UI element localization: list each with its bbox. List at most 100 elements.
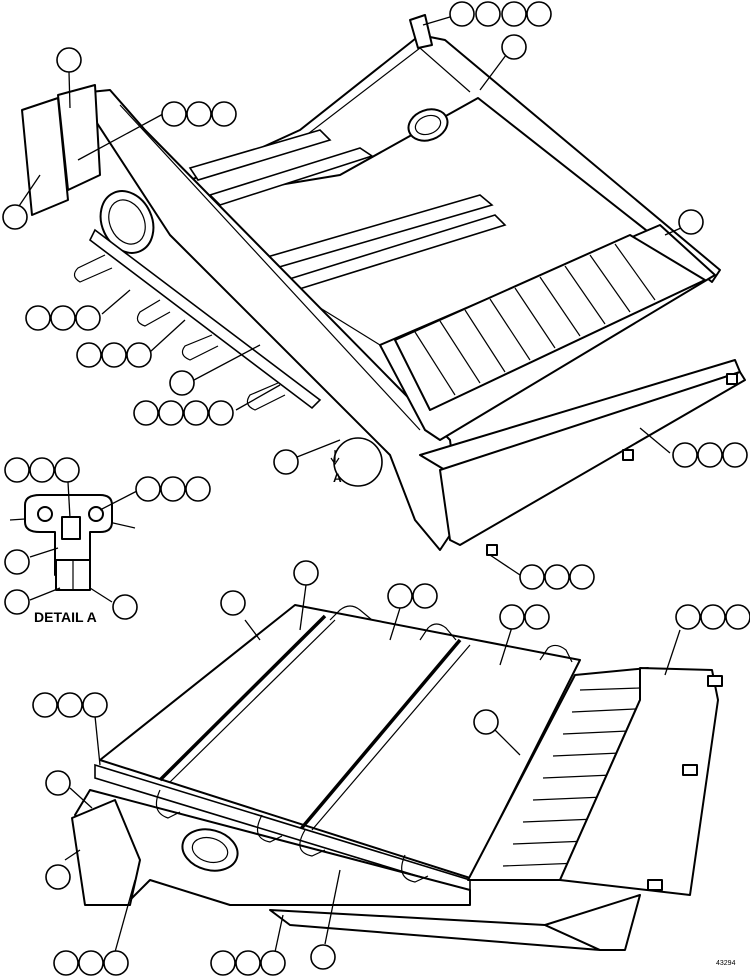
- callout-bubble: [387, 583, 413, 609]
- upper-screen-frame-assembly: [21, 14, 746, 556]
- callout-bubble: [208, 400, 234, 426]
- leader: [67, 481, 71, 519]
- callout-bubble: [544, 564, 570, 590]
- callout-bubble: [697, 442, 723, 468]
- leader: [114, 879, 136, 953]
- callout-bubble: [220, 590, 246, 616]
- leader: [94, 715, 101, 766]
- clip-right-2: [622, 449, 634, 461]
- u-pipe-3: [181, 334, 219, 361]
- callout-bubble: [475, 1, 501, 27]
- leader: [274, 914, 284, 953]
- access-cover-oval-left-inner: [108, 199, 146, 245]
- detail-bolt-left: [37, 506, 53, 522]
- callout-bubble: [185, 476, 211, 502]
- leader: [389, 607, 401, 641]
- leader: [68, 71, 71, 109]
- hook-top-2: [419, 623, 457, 641]
- leader: [89, 587, 113, 603]
- callout-bubble: [53, 950, 79, 976]
- clip-right-1: [726, 373, 738, 385]
- deck-seam: [169, 619, 336, 783]
- lower-screen-assembly: [71, 604, 723, 951]
- tension-rod-2: [298, 638, 462, 832]
- end-cap-plate: [71, 799, 141, 906]
- leader: [149, 319, 186, 353]
- callout-bubble: [133, 400, 159, 426]
- callout-bubble: [569, 564, 595, 590]
- callout-bubble: [169, 370, 195, 396]
- leader: [244, 619, 261, 641]
- detail-nut: [61, 516, 81, 540]
- callout-bubble: [56, 47, 82, 73]
- screen-deck-panel: [99, 604, 581, 879]
- leader: [101, 289, 131, 315]
- hook-front-1: [155, 789, 181, 819]
- leader: [299, 584, 307, 631]
- callout-bubble: [186, 101, 212, 127]
- callout-bubble: [501, 1, 527, 27]
- leader: [494, 729, 521, 756]
- callout-bubble: [310, 944, 336, 970]
- callout-bubble: [112, 594, 138, 620]
- callout-bubble: [210, 950, 236, 976]
- rear-end-bracket: [57, 84, 101, 191]
- callout-bubble: [725, 604, 750, 630]
- manifold-bar: [88, 228, 322, 410]
- drawing-number: 43294: [716, 960, 736, 967]
- callout-bubble: [78, 950, 104, 976]
- detail-a-assembly: [9, 494, 136, 591]
- clip-lower-3: [647, 879, 663, 891]
- leader: [99, 490, 138, 511]
- callout-bubble: [4, 457, 30, 483]
- near-side-plate: [89, 89, 461, 551]
- leader: [296, 439, 341, 458]
- top-mount-bracket: [409, 14, 433, 49]
- rear-cross-member: [188, 129, 332, 181]
- callout-bubble: [678, 209, 704, 235]
- callout-bubble: [4, 549, 30, 575]
- callout-bubble: [501, 34, 527, 60]
- hook-front-2: [256, 814, 283, 843]
- leader: [64, 849, 81, 861]
- callout-bubble: [700, 604, 726, 630]
- detail-a-title: DETAIL A: [34, 609, 97, 625]
- callout-bubble: [101, 342, 127, 368]
- callout-bubble: [412, 583, 438, 609]
- base-nose: [544, 894, 641, 951]
- clip-lower-2: [682, 764, 698, 776]
- view-a-marker: A: [333, 471, 342, 485]
- callout-bubble: [235, 950, 261, 976]
- near-side-housing: [74, 789, 471, 906]
- callout-bubble: [524, 604, 550, 630]
- chute-slats: [502, 687, 641, 867]
- callout-bubble: [519, 564, 545, 590]
- access-cover-oval-right-inner: [414, 114, 442, 136]
- callout-bubble: [103, 950, 129, 976]
- callout-bubble: [526, 1, 552, 27]
- leader: [193, 344, 261, 381]
- callout-bubble: [54, 457, 80, 483]
- callout-bubble: [293, 560, 319, 586]
- deck-seam-2: [311, 644, 471, 831]
- callout-bubble: [50, 305, 76, 331]
- callout-bubble: [126, 342, 152, 368]
- callout-bubble: [211, 101, 237, 127]
- leader: [29, 587, 61, 601]
- callout-bubble: [158, 400, 184, 426]
- right-side-panel: [559, 667, 719, 896]
- callout-bubble: [32, 692, 58, 718]
- u-pipe-2: [136, 299, 171, 327]
- hook-top-1: [329, 605, 373, 621]
- leader: [77, 113, 164, 161]
- hook-top-3: [539, 644, 573, 663]
- access-cover-oval-left: [99, 190, 155, 254]
- clip-lower-1: [707, 675, 723, 687]
- leader-lines: [14, 13, 691, 953]
- leader: [235, 384, 281, 411]
- callout-bubble: [29, 457, 55, 483]
- leader: [499, 626, 513, 666]
- callout-bubble: [75, 305, 101, 331]
